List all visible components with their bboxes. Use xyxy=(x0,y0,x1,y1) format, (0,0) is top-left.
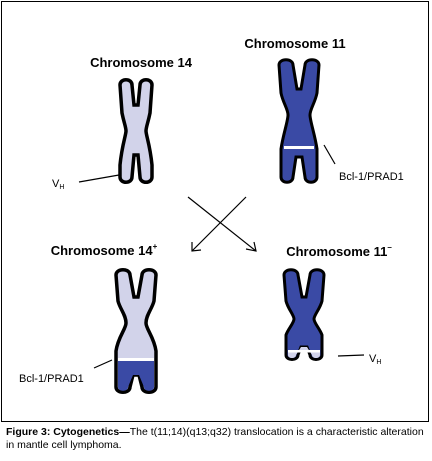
chromosome-14-derivative-label: Chromosome 14+ xyxy=(51,242,158,258)
chromosome-11-break-band xyxy=(284,146,314,149)
chromosome-14 xyxy=(118,78,154,184)
translocation-diagram: Chromosome 14 VH Chromosome 11 Bcl-1/PRA… xyxy=(19,36,404,394)
chromosome-14-derivative-bcl-segment xyxy=(118,361,154,391)
vh-pointer-line xyxy=(78,174,120,183)
chromosome-14-derivative-break-band xyxy=(118,358,154,361)
figure-caption: Figure 3: Cytogenetics—The t(11;14)(q13;… xyxy=(6,426,426,451)
chromosome-11-label: Chromosome 11 xyxy=(244,36,345,51)
vh-label-bottom: VH xyxy=(369,353,381,366)
chromosome-11-derivative-break-band xyxy=(288,350,320,353)
chromosome-14-derivative xyxy=(114,268,158,394)
chromosome-14-body xyxy=(118,78,154,184)
bcl-pointer-line-bottom xyxy=(93,359,113,369)
figure-panel: Chromosome 14 VH Chromosome 11 Bcl-1/PRA… xyxy=(1,1,429,422)
chromosome-11-derivative-body xyxy=(282,268,326,361)
vh-pointer-line-bottom xyxy=(337,354,365,357)
chromosome-11-body xyxy=(277,58,321,184)
caption-label: Figure 3: Cytogenetics xyxy=(6,426,120,438)
chromosome-11 xyxy=(277,58,321,184)
bcl-pointer-line-top xyxy=(323,144,336,165)
chromosome-11-derivative xyxy=(282,268,326,361)
chromosome-14-label: Chromosome 14 xyxy=(90,55,193,70)
bcl-label-top: Bcl-1/PRAD1 xyxy=(339,171,404,183)
chromosome-11-derivative-label: Chromosome 11– xyxy=(286,243,392,259)
translocation-arrows xyxy=(187,196,257,252)
caption-text: The t(11;14)(q13;q32) translocation is a… xyxy=(6,426,424,451)
caption-dash: — xyxy=(119,426,130,438)
bcl-label-bottom: Bcl-1/PRAD1 xyxy=(19,373,84,385)
vh-label-top: VH xyxy=(52,178,64,191)
